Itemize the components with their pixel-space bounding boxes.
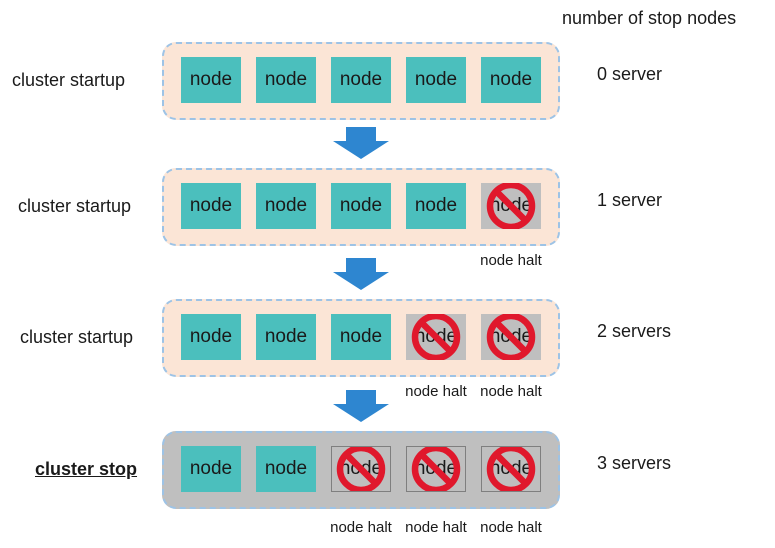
node-label: node [264,69,308,90]
active-node: node [331,314,391,360]
node-label: node [189,69,233,90]
node-label: node [264,458,308,479]
active-node: node [481,57,541,103]
node-label: node [189,195,233,216]
active-node: node [181,314,241,360]
node-halt-label: node halt [480,383,542,400]
node-label: node [264,195,308,216]
stop-node-count: 3 servers [597,453,672,473]
node-halt-label: node halt [330,519,392,536]
prohibition-icon [486,314,536,360]
node-halt-label: node halt [405,383,467,400]
active-node: node [406,57,466,103]
node-label: node [339,195,383,216]
prohibition-icon [411,447,461,491]
halted-node: node [481,183,541,229]
active-node: node [256,446,316,492]
halted-node: node [481,446,541,492]
stage-label: cluster startup [18,196,132,216]
stage-label: cluster startup [20,327,134,347]
node-label: node [189,458,233,479]
halted-node: node [406,314,466,360]
node-label: node [264,326,308,347]
stage-label: cluster stop [35,459,138,479]
node-halt-label: node halt [480,519,542,536]
active-node: node [181,57,241,103]
active-node: node [406,183,466,229]
active-node: node [256,57,316,103]
prohibition-icon [486,447,536,491]
node-label: node [339,326,383,347]
active-node: node [181,183,241,229]
down-arrow-icon [333,258,389,290]
active-node: node [256,314,316,360]
halted-node: node [481,314,541,360]
stage-label: cluster startup [12,70,126,90]
stop-node-count: 0 server [597,64,663,84]
node-label: node [489,69,533,90]
prohibition-icon [411,314,461,360]
node-halt-label: node halt [480,252,542,269]
node-label: node [339,69,383,90]
node-label: node [414,69,458,90]
count-column-header: number of stop nodes [562,8,737,28]
node-halt-label: node halt [405,519,467,536]
halted-node: node [331,446,391,492]
prohibition-icon [336,447,386,491]
active-node: node [331,57,391,103]
node-label: node [189,326,233,347]
halted-node: node [406,446,466,492]
down-arrow-icon [333,390,389,422]
down-arrow-icon [333,127,389,159]
active-node: node [331,183,391,229]
active-node: node [256,183,316,229]
node-label: node [414,195,458,216]
prohibition-icon [486,183,536,229]
stop-node-count: 2 servers [597,321,672,341]
stop-node-count: 1 server [597,190,663,210]
active-node: node [181,446,241,492]
